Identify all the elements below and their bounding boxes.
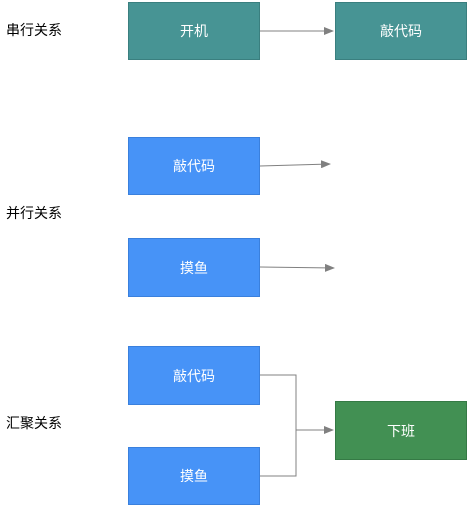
section-label-serial: 串行关系 — [6, 23, 62, 39]
node-off-work[interactable]: 下班 — [335, 401, 467, 460]
edge-code-parallel-out — [259, 160, 331, 169]
section-label-merge: 汇聚关系 — [6, 416, 62, 432]
node-slack-merge[interactable]: 摸鱼 — [128, 447, 260, 505]
node-slack-parallel[interactable]: 摸鱼 — [128, 238, 260, 297]
edge-slack-merge-to-off-work — [260, 430, 297, 477]
node-off-work-label: 下班 — [387, 423, 415, 440]
node-code-serial-label: 敲代码 — [380, 24, 422, 40]
node-start-label: 开机 — [180, 24, 208, 40]
edge-code-merge-to-off-work — [260, 374, 297, 430]
section-label-parallel: 并行关系 — [6, 206, 62, 222]
node-slack-parallel-label: 摸鱼 — [180, 260, 208, 277]
node-code-parallel-label: 敲代码 — [173, 159, 215, 175]
node-slack-merge-label: 摸鱼 — [180, 469, 208, 485]
node-code-serial[interactable]: 敲代码 — [335, 2, 467, 60]
edge-slack-parallel-out — [259, 263, 335, 272]
node-code-parallel[interactable]: 敲代码 — [128, 137, 260, 195]
node-code-merge[interactable]: 敲代码 — [128, 346, 260, 405]
node-start[interactable]: 开机 — [128, 2, 260, 60]
node-code-merge-label: 敲代码 — [173, 368, 215, 385]
